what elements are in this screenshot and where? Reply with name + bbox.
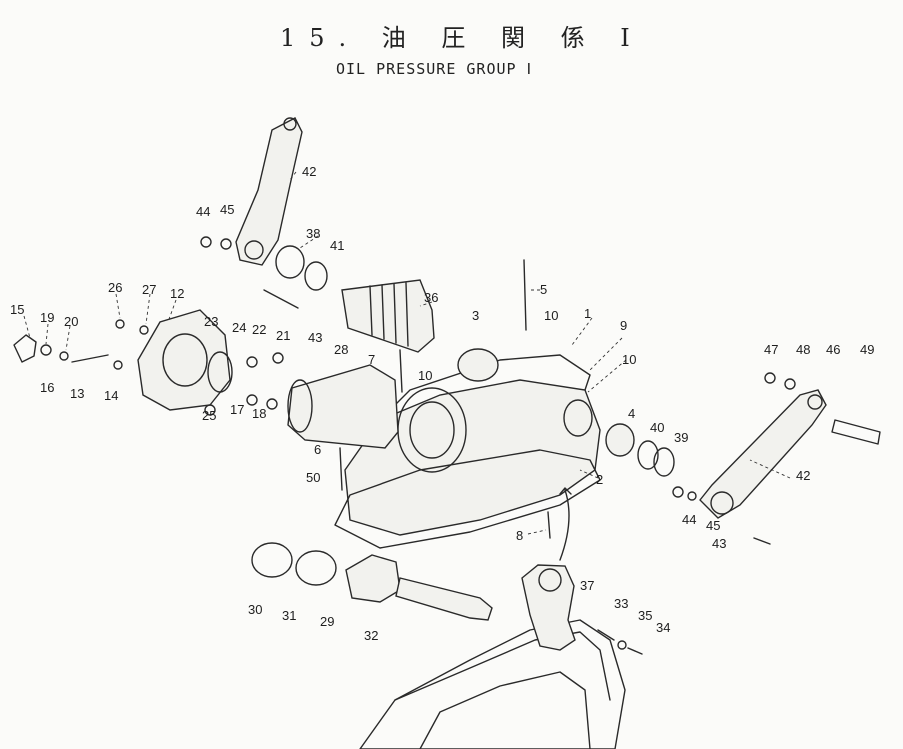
lift-crank (521, 564, 576, 651)
cylinder-sleeve-end (287, 379, 313, 433)
callout-label: 47 (764, 342, 778, 357)
oil-filler-plug (13, 334, 37, 363)
cylinder-block-side-bore (563, 399, 593, 437)
callout-label: 22 (252, 322, 266, 337)
callout-label: 45 (220, 202, 234, 217)
fasteners (13, 236, 796, 655)
lift-pin-right (831, 419, 881, 445)
callout-label: 19 (40, 310, 54, 325)
callout-label: 8 (516, 528, 523, 543)
callout-label: 39 (674, 430, 688, 445)
callout-label: 15 (10, 302, 24, 317)
callout-label: 28 (334, 342, 348, 357)
callout-label: 46 (826, 342, 840, 357)
callout-label: 29 (320, 614, 334, 629)
callout-label: 1 (584, 306, 591, 321)
cylinder-cover-boss (162, 333, 208, 387)
callout-label: 41 (330, 238, 344, 253)
callout-label: 49 (860, 342, 874, 357)
cylinder-block-top (379, 354, 591, 421)
callout-label: 10 (622, 352, 636, 367)
lift-arm-right (699, 389, 827, 519)
callout-label: 17 (230, 402, 244, 417)
lift-arm-left-spline (244, 240, 264, 260)
callout-label: 37 (580, 578, 594, 593)
callout-label: 31 (282, 608, 296, 623)
callout-label: 48 (796, 342, 810, 357)
callout-label: 32 (364, 628, 378, 643)
page-title-english: OIL PRESSURE GROUP Ⅰ (336, 60, 533, 78)
callout-label: 12 (170, 286, 184, 301)
callout-label: 44 (196, 204, 210, 219)
callout-label: 42 (302, 164, 316, 179)
bushing-3 (457, 348, 499, 382)
callout-label: 36 (424, 290, 438, 305)
callout-label: 38 (306, 226, 320, 241)
callout-label: 42 (796, 468, 810, 483)
callout-label: 45 (706, 518, 720, 533)
callout-label: 10 (418, 368, 432, 383)
callout-label: 2 (596, 472, 603, 487)
cylinder-cover (137, 309, 231, 411)
cylinder-block-body (344, 379, 601, 536)
lower-housing (359, 619, 626, 749)
leader-lines (23, 171, 791, 535)
swing-arrow (559, 487, 572, 561)
lift-arm-left (235, 117, 303, 266)
oring-39 (653, 447, 675, 477)
callout-label: 10 (544, 308, 558, 323)
oring-31 (295, 550, 337, 586)
callout-label: 50 (306, 470, 320, 485)
callout-label: 26 (108, 280, 122, 295)
cylinder-sleeve (287, 364, 399, 449)
callout-label: 40 (650, 420, 664, 435)
callout-label: 18 (252, 406, 266, 421)
lower-housing-rib (419, 671, 591, 749)
callout-label: 23 (204, 314, 218, 329)
callout-label: 6 (314, 442, 321, 457)
lift-arm-right-eye (807, 394, 823, 410)
lift-arm-left-eye (283, 117, 297, 131)
callout-label: 20 (64, 314, 78, 329)
lift-shaft-spline (369, 282, 409, 347)
callout-label: 44 (682, 512, 696, 527)
callout-label: 27 (142, 282, 156, 297)
page-title-japanese: 15. 油 圧 関 係 Ⅰ (280, 24, 644, 52)
callout-label: 3 (472, 308, 479, 323)
bushing-4 (605, 423, 635, 457)
callout-label: 35 (638, 608, 652, 623)
callout-label: 16 (40, 380, 54, 395)
piston (345, 554, 401, 603)
callout-label: 43 (308, 330, 322, 345)
callout-label: 5 (540, 282, 547, 297)
backup-ring-30 (251, 542, 293, 578)
cylinder-block-bore (409, 401, 455, 459)
callout-label: 13 (70, 386, 84, 401)
callout-label: 14 (104, 388, 118, 403)
lift-arm-right-spline (710, 491, 734, 515)
lower-housing-flange (394, 631, 611, 701)
callout-label: 34 (656, 620, 670, 635)
callout-label: 30 (248, 602, 262, 617)
oring-40 (637, 440, 659, 470)
callout-label: 21 (276, 328, 290, 343)
oring-38 (275, 245, 305, 279)
piston-rod (395, 577, 493, 621)
cylinder-cover-ring (207, 351, 233, 393)
callout-label: 7 (368, 352, 375, 367)
cylinder-block-gasket (334, 449, 601, 549)
lift-shaft (341, 279, 435, 353)
callout-labels: 15 19 20 16 13 14 26 27 12 23 24 22 21 2… (10, 164, 874, 643)
callout-label: 4 (628, 406, 635, 421)
oring-41 (304, 261, 328, 291)
callout-label: 25 (202, 408, 216, 423)
callout-label: 33 (614, 596, 628, 611)
callout-label: 43 (712, 536, 726, 551)
callout-label: 9 (620, 318, 627, 333)
lift-crank-hub (538, 568, 562, 592)
callout-label: 24 (232, 320, 246, 335)
